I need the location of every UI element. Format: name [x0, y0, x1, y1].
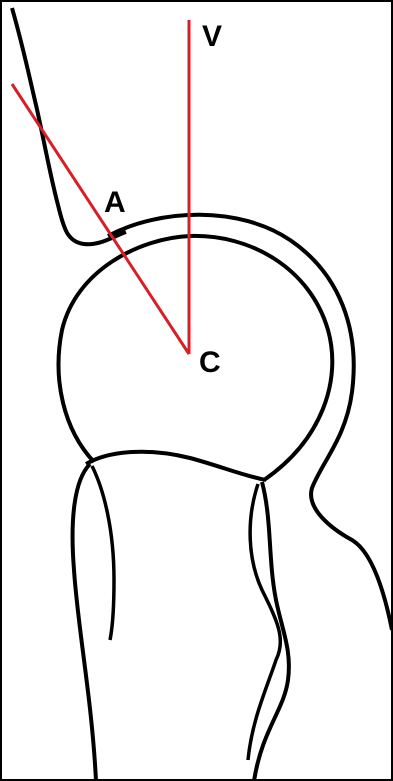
femoral-head	[59, 236, 333, 480]
head-neck-junction	[86, 452, 266, 480]
label-a: A	[104, 186, 126, 219]
femoral-neck-left-inner	[92, 466, 114, 640]
femoral-neck-right-outer	[254, 482, 289, 781]
femoral-neck-left-outer	[73, 464, 96, 781]
acetabular-roof-arc	[108, 215, 392, 630]
label-c: C	[199, 346, 221, 379]
label-v: V	[202, 20, 222, 53]
